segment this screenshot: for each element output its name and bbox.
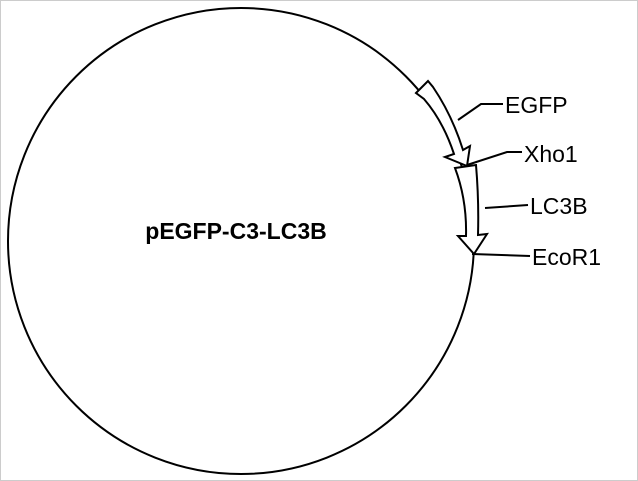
egfp-leader-line [457, 103, 503, 121]
ecor1-leader-line [471, 253, 531, 257]
lc3b-leader-line [484, 204, 529, 209]
egfp-arrow [414, 79, 472, 168]
plasmid-name: pEGFP-C3-LC3B [145, 218, 326, 244]
egfp-label: EGFP [505, 92, 568, 118]
lc3b-arrow [453, 163, 489, 256]
xho1-label: Xho1 [524, 141, 578, 167]
lc3b-label: LC3B [530, 193, 588, 219]
xho1-leader-line [466, 151, 522, 166]
ecor1-label: EcoR1 [532, 244, 601, 270]
